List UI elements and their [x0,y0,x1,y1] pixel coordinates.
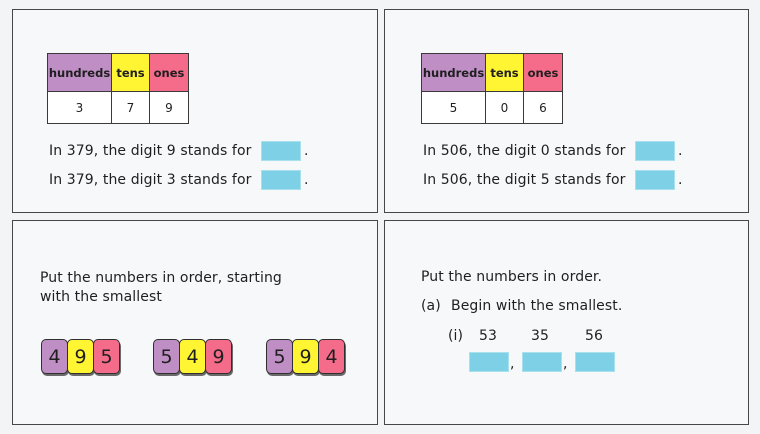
tens-value: 0 [485,91,524,124]
hundreds-header: hundreds [421,53,486,92]
question-text: In 506, the digit 5 stands for [423,172,626,188]
hundreds-header: hundreds [47,53,112,92]
answer-box-3[interactable] [575,352,615,372]
digit-card-group[interactable]: 5 9 4 [266,339,346,375]
part-label: (a) [421,298,441,314]
ones-header: ones [149,53,189,92]
hundreds-digit-card: 4 [41,339,68,374]
ordering-cards-panel [12,220,378,425]
digit-card-group[interactable]: 4 9 5 [41,339,121,375]
digit-card-group[interactable]: 5 4 9 [153,339,233,375]
sub-label: (i) [448,328,464,344]
answer-box-2[interactable] [522,352,562,372]
tens-header: tens [111,53,150,92]
tens-digit-card: 4 [179,339,206,374]
answer-box[interactable] [635,170,675,190]
number-item: 35 [531,328,550,344]
period: . [678,143,683,159]
comma: , [510,356,515,372]
ones-value: 6 [523,91,563,124]
number-item: 53 [479,328,498,344]
hundreds-value: 3 [47,91,112,124]
ones-header: ones [523,53,563,92]
place-value-table-506: hundreds tens ones 5 0 6 [421,53,563,124]
instruction-line-2: with the smallest [40,289,162,305]
answer-box[interactable] [635,141,675,161]
tens-header: tens [485,53,524,92]
number-item: 56 [585,328,604,344]
question-text: In 506, the digit 0 stands for [423,143,626,159]
ones-value: 9 [149,91,189,124]
ordering-numbers-panel [384,220,749,425]
hundreds-digit-card: 5 [153,339,180,374]
tens-digit-card: 9 [292,339,319,374]
part-text: Begin with the smallest. [451,298,623,314]
answer-box-1[interactable] [469,352,509,372]
hundreds-value: 5 [421,91,486,124]
answer-box[interactable] [261,170,301,190]
place-value-table-379: hundreds tens ones 3 7 9 [47,53,189,124]
ones-digit-card: 5 [93,339,120,374]
instruction-line-1: Put the numbers in order, starting [40,270,282,286]
tens-digit-card: 9 [67,339,94,374]
period: . [678,172,683,188]
hundreds-digit-card: 5 [266,339,293,374]
question-text: In 379, the digit 9 stands for [49,143,252,159]
instruction-text: Put the numbers in order. [421,269,603,285]
tens-value: 7 [111,91,150,124]
comma: , [563,356,568,372]
period: . [304,143,309,159]
ones-digit-card: 9 [205,339,232,374]
question-text: In 379, the digit 3 stands for [49,172,252,188]
ones-digit-card: 4 [318,339,345,374]
period: . [304,172,309,188]
answer-box[interactable] [261,141,301,161]
